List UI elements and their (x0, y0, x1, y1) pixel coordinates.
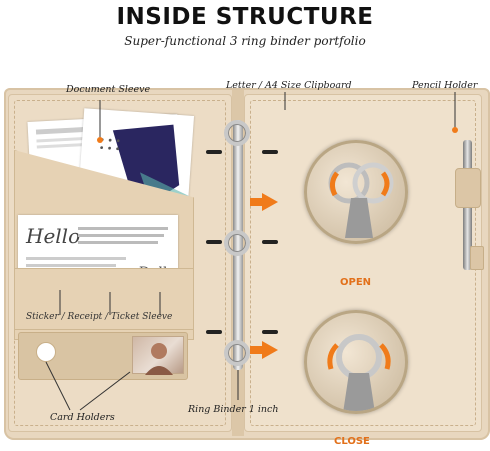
arrow-stem (250, 346, 262, 354)
ring-binder-label: Ring Binder 1 inch (188, 404, 279, 415)
clasp-tab (470, 246, 484, 270)
pencil-holder-label: Pencil Holder (412, 80, 478, 91)
close-label: CLOSE (334, 436, 370, 447)
sticker-sleeve (14, 268, 194, 330)
portrait-photo-icon (145, 343, 173, 375)
binder-slot (206, 150, 222, 154)
card-holder-button (36, 342, 56, 362)
open-ring-icon (328, 162, 394, 238)
sticker-sleeve-label: Sticker / Receipt / Ticket Sleeve (26, 312, 173, 322)
page-subtitle: Super-functional 3 ring binder portfolio (124, 34, 366, 48)
callout-dot (452, 127, 458, 133)
binder-slot (262, 240, 278, 244)
binder-slot (206, 240, 222, 244)
arrow-stem (250, 198, 262, 206)
binder-slot (262, 330, 278, 334)
ring-icon (224, 230, 250, 256)
document-sleeve-label: Document Sleeve (66, 84, 151, 95)
clipboard-label: Letter / A4 Size Clipboard (226, 80, 352, 91)
page-title: INSIDE STRUCTURE (116, 4, 374, 30)
closed-ring-icon (327, 334, 391, 411)
card-holders-label: Card Holders (50, 412, 115, 423)
ring-icon (224, 120, 250, 146)
open-ring-detail (304, 140, 408, 244)
binder-slot (206, 330, 222, 334)
orange-arrow-icon (262, 341, 278, 359)
orange-arrow-icon (262, 193, 278, 211)
close-ring-detail (304, 310, 408, 414)
callout-dot (97, 137, 103, 143)
card-photo (132, 336, 184, 375)
pencil-holder-loop (455, 168, 481, 208)
svg-text:Hello: Hello (25, 224, 80, 248)
open-label: OPEN (340, 277, 372, 288)
ring-icon (224, 340, 250, 366)
binder-slot (262, 150, 278, 154)
